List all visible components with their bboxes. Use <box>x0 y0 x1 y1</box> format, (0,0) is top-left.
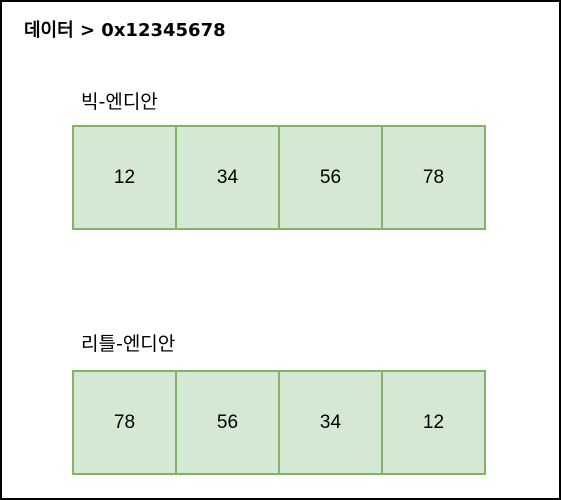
big-endian-byte-row: 12 34 56 78 <box>72 125 492 230</box>
little-endian-byte-cell: 78 <box>72 370 177 475</box>
big-endian-byte-cell: 78 <box>381 125 486 230</box>
little-endian-byte-cell: 34 <box>278 370 383 475</box>
little-endian-byte-cell: 12 <box>381 370 486 475</box>
little-endian-byte-row: 78 56 34 12 <box>72 370 492 475</box>
diagram-title: 데이터 > 0x12345678 <box>24 20 226 41</box>
big-endian-byte-cell: 12 <box>72 125 177 230</box>
big-endian-byte-cell: 34 <box>175 125 280 230</box>
little-endian-label: 리틀-엔디안 <box>81 333 176 355</box>
big-endian-label: 빅-엔디안 <box>81 91 158 113</box>
big-endian-byte-cell: 56 <box>278 125 383 230</box>
little-endian-byte-cell: 56 <box>175 370 280 475</box>
